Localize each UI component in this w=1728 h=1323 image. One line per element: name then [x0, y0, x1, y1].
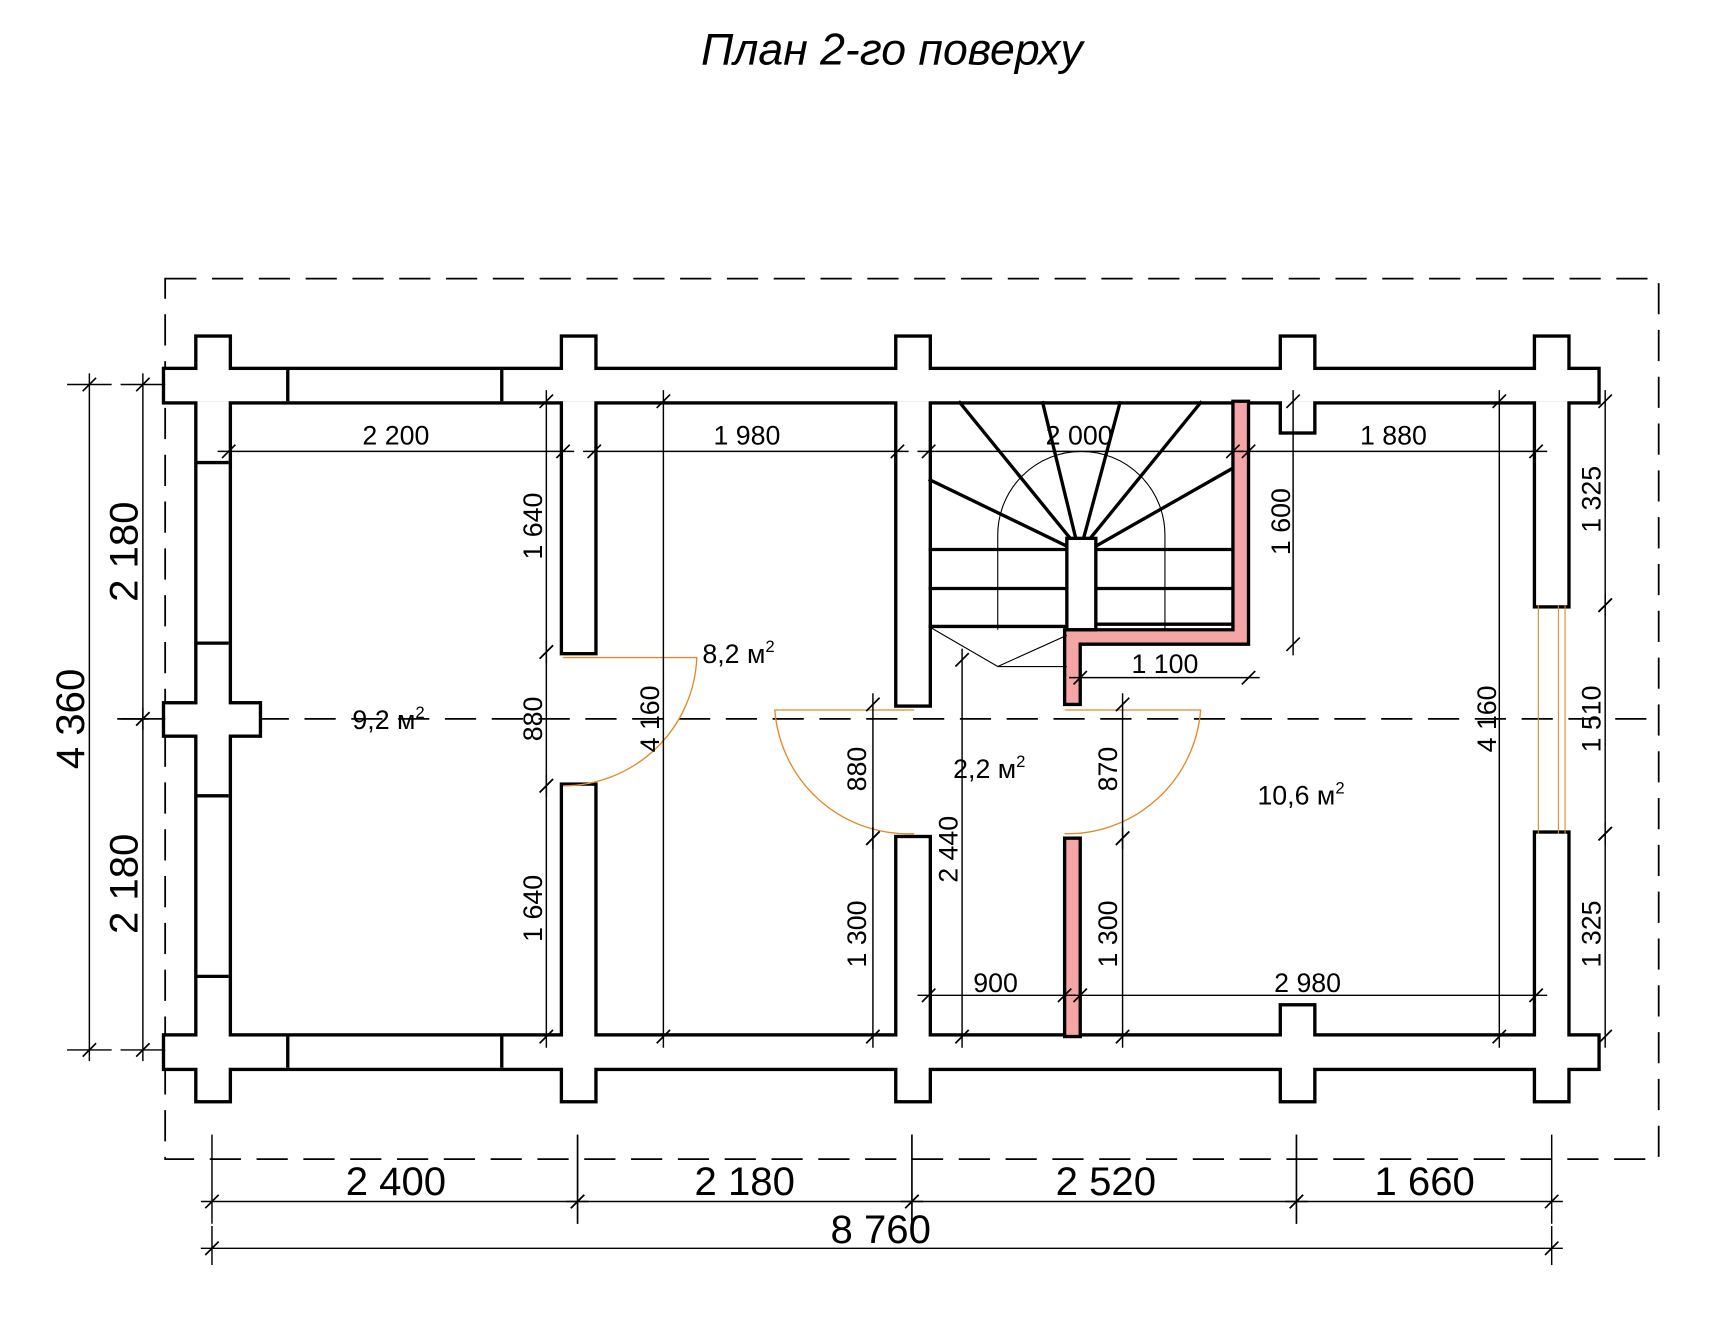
partitions	[1062, 399, 1251, 1039]
dim-label: 2 180	[695, 1159, 795, 1204]
dimension-tick	[1225, 444, 1241, 459]
wall-segment-fill	[1281, 1036, 1314, 1101]
dimension-tick	[1528, 988, 1544, 1003]
dim-label: 1 300	[842, 901, 872, 968]
wall-segment-fill	[1536, 337, 1568, 402]
dim-label: 2 440	[934, 816, 964, 883]
dimension-tick	[1072, 670, 1088, 685]
dimension-tick	[1528, 444, 1544, 459]
wall-segment-fill	[1536, 833, 1568, 1037]
dim-label: 1 640	[518, 875, 548, 942]
wall-segment-fill	[165, 1036, 1598, 1068]
dim-label: 4 160	[1472, 685, 1502, 752]
dimension-tick	[539, 393, 554, 409]
area-room-mid: 8,2 м2	[702, 637, 774, 669]
dimension-tick	[539, 1029, 554, 1044]
wall-segment-fill	[165, 370, 1598, 402]
dim-label: 2 400	[346, 1159, 446, 1204]
dimension-tick	[921, 988, 936, 1003]
dimension-tick	[1072, 988, 1088, 1003]
dimension-tick	[865, 1029, 881, 1044]
wall-segment-fill	[1536, 1036, 1568, 1101]
dim-label: 900	[973, 968, 1018, 998]
dim-label: 1 880	[1360, 421, 1427, 451]
dimension-tick	[1115, 830, 1130, 846]
dimension-tick	[1492, 1029, 1507, 1044]
dimension-tick	[221, 444, 236, 459]
doors	[563, 656, 1202, 835]
dimension-lines	[67, 373, 1613, 1266]
balcony-door	[1537, 605, 1566, 834]
staircase	[927, 400, 1234, 668]
dimension-tick	[586, 444, 602, 459]
dimension-tick	[1115, 697, 1130, 712]
dim-label: 1 325	[1577, 901, 1607, 968]
area-room-right: 10,6 м2	[1257, 779, 1344, 811]
wall-segment-fill	[1281, 1006, 1314, 1037]
dim-label: 8 760	[831, 1207, 931, 1252]
dim-label: 880	[518, 697, 548, 742]
dimension-tick	[539, 644, 554, 660]
dim-label: 4 360	[48, 669, 93, 769]
dimension-tick	[539, 778, 554, 794]
dimension-tick	[1597, 597, 1613, 613]
dim-label: 2 200	[362, 421, 429, 451]
wall-segment-fill	[563, 1036, 595, 1101]
dimension-tick	[1285, 636, 1301, 652]
dimension-tick	[1492, 393, 1507, 409]
wall-segment-fill	[1536, 401, 1568, 606]
dim-label: 2 000	[1046, 421, 1113, 451]
windows	[197, 370, 504, 1068]
dimension-tick	[1285, 393, 1301, 409]
wall-segment-fill	[197, 337, 229, 402]
dimension-tick	[1241, 444, 1256, 459]
wall-segment-fill	[563, 337, 595, 402]
dimension-tick	[1597, 393, 1613, 409]
dim-label: 870	[1093, 747, 1123, 792]
dimension-tick	[865, 830, 881, 846]
area-hall: 2,2 м2	[953, 752, 1025, 784]
wall-segment-fill	[563, 785, 595, 1037]
plan-title: План 2-го поверху	[701, 26, 1085, 75]
dimension-tick	[865, 697, 881, 712]
dimension-tick	[1115, 1029, 1130, 1044]
dimension-tick	[656, 1029, 671, 1044]
dim-label: 880	[842, 747, 872, 792]
wall-segment-fill	[1281, 337, 1314, 402]
dimension-tick	[1597, 1029, 1613, 1044]
wall-segment-fill	[563, 401, 595, 653]
dim-label: 1 510	[1577, 685, 1607, 752]
wall-segment-fill	[197, 401, 229, 1037]
dim-label: 1 980	[714, 421, 781, 451]
dim-label: 1 600	[1266, 488, 1296, 555]
dim-label: 1 640	[518, 493, 548, 560]
walls	[161, 334, 1601, 1104]
dim-label: 1 100	[1131, 649, 1198, 679]
dim-label: 1 300	[1093, 901, 1123, 968]
dimension-tick	[656, 393, 671, 409]
wall-segment-fill	[1281, 401, 1314, 432]
wall-segment-fill	[197, 1036, 229, 1101]
dim-label: 2 180	[101, 834, 146, 934]
dim-label: 2 980	[1274, 968, 1341, 998]
area-room-left: 9,2 м2	[352, 703, 424, 735]
dimension-tick	[1241, 670, 1256, 685]
dimension-tick	[921, 444, 936, 459]
dimension-tick	[1057, 988, 1072, 1003]
dim-label: 1 660	[1374, 1159, 1474, 1204]
wall-segment-fill	[897, 337, 929, 402]
dimension-tick	[1597, 826, 1613, 841]
dimension-tick	[954, 652, 970, 668]
wall-segment-fill	[897, 1036, 929, 1101]
dimension-tick	[954, 1029, 970, 1044]
dim-label: 1 325	[1577, 466, 1607, 533]
dim-label: 4 160	[635, 685, 665, 752]
dim-label: 2 180	[101, 502, 146, 602]
dim-label: 2 520	[1056, 1159, 1156, 1204]
wall-segment-fill	[897, 838, 929, 1037]
dimension-tick	[555, 444, 571, 459]
dimension-tick	[890, 444, 905, 459]
